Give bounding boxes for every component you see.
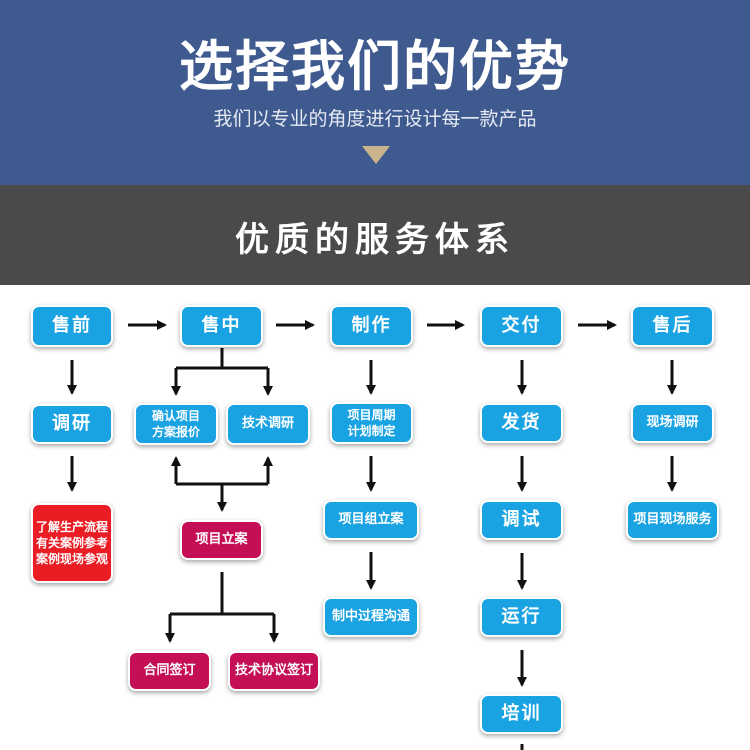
insale-tech-agreement-box: 技术协议签订 (228, 651, 320, 691)
page-subtitle: 我们以专业的角度进行设计每一款产品 (213, 108, 537, 130)
insale-contract-box: 合同签订 (128, 651, 211, 691)
aftersale-onsite-research-box: 现场调研 (631, 403, 714, 443)
delivery-debug-box: 调试 (480, 500, 563, 540)
insale-tech-research-box: 技术调研 (226, 403, 310, 445)
presale-details-box: 了解生产流程 有关案例参考 案例现场参观 (31, 503, 113, 583)
production-team-box: 项目组立案 (323, 500, 419, 540)
stage-aftersale: 售后 (631, 305, 714, 347)
page-title: 选择我们的优势 (179, 35, 571, 98)
insale-confirm-box: 确认项目 方案报价 (134, 403, 218, 445)
delivery-train-box: 培训 (480, 694, 563, 734)
insale-approval-box: 项目立案 (180, 520, 263, 560)
production-communication-box: 制中过程沟通 (323, 597, 419, 637)
section-title: 优质的服务体系 (235, 220, 515, 260)
delivery-ship-box: 发货 (480, 403, 563, 443)
stage-presale: 售前 (31, 305, 113, 347)
presale-research-box: 调研 (31, 404, 113, 444)
stage-production: 制作 (330, 305, 413, 347)
stage-insale: 售中 (180, 305, 263, 347)
stage-delivery: 交付 (480, 305, 563, 347)
aftersale-onsite-service-box: 项目现场服务 (626, 500, 719, 540)
triangle-down-icon (362, 146, 390, 164)
section-band (0, 185, 750, 285)
delivery-run-box: 运行 (480, 597, 563, 637)
production-schedule-box: 项目周期 计划制定 (330, 402, 413, 444)
